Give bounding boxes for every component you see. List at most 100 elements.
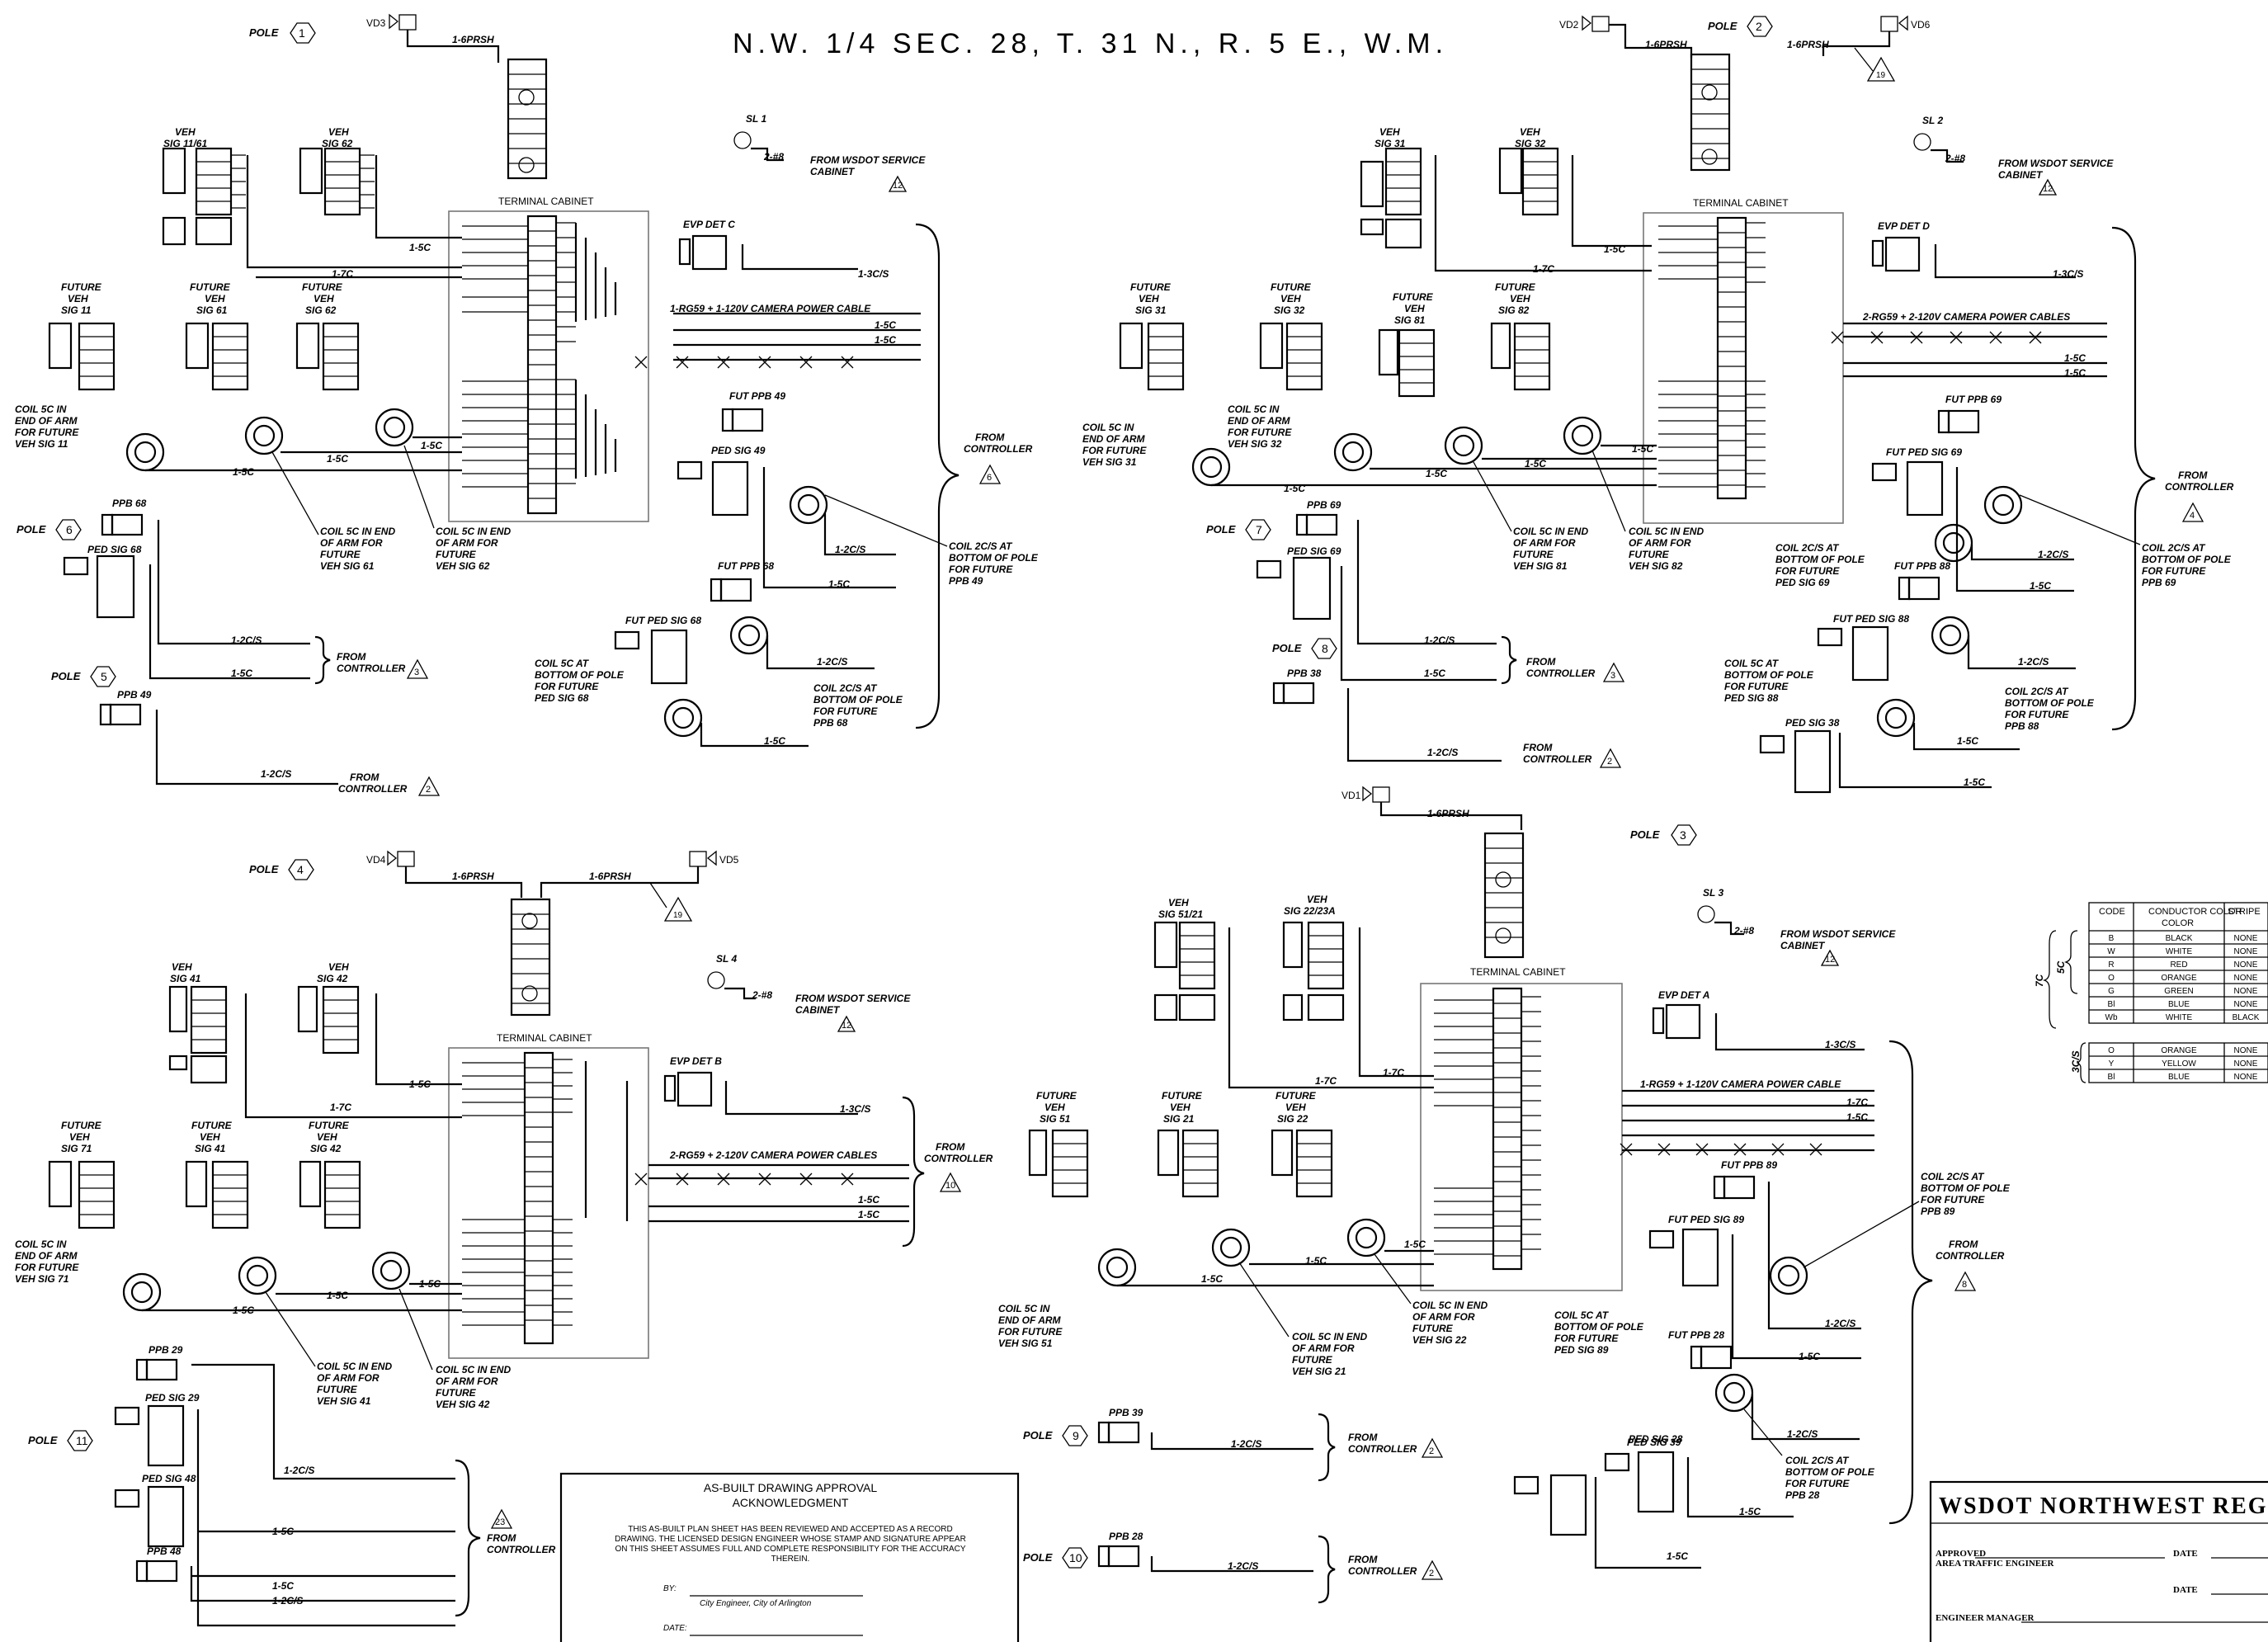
- svg-text:VEH SIG 71: VEH SIG 71: [15, 1273, 69, 1285]
- pole-2-label: POLE 2: [1708, 16, 1773, 37]
- legend-row1-cell: ORANGE: [2161, 974, 2197, 983]
- fut-ppb-49: FUT PPB 49: [721, 390, 785, 432]
- detector-vd4: VD4: [366, 850, 415, 867]
- svg-text:2-#8: 2-#8: [763, 151, 784, 163]
- svg-text:2-#8: 2-#8: [1945, 153, 1965, 164]
- svg-text:1-6PRSH: 1-6PRSH: [452, 871, 494, 882]
- svg-text:COIL 5C IN: COIL 5C IN: [1228, 403, 1280, 415]
- svg-text:PPB 68: PPB 68: [813, 717, 848, 729]
- svg-text:VEH SIG 62: VEH SIG 62: [436, 560, 490, 572]
- svg-text:5C: 5C: [2055, 960, 2067, 974]
- svg-text:CONTROLLER: CONTROLLER: [1348, 1443, 1417, 1455]
- svg-text:VEH: VEH: [1307, 894, 1327, 905]
- svg-text:FUT PPB 89: FUT PPB 89: [1721, 1159, 1777, 1171]
- svg-text:PED SIG 88: PED SIG 88: [1724, 692, 1779, 704]
- svg-text:VEH SIG 41: VEH SIG 41: [317, 1395, 371, 1407]
- fut-ppb-68: FUT PPB 68: [710, 560, 774, 602]
- fut-ped-sig-68: FUT PED SIG 68: [614, 615, 701, 685]
- legend-row2-cell: NONE: [2234, 1059, 2258, 1069]
- svg-text:OF ARM FOR: OF ARM FOR: [436, 1375, 498, 1387]
- svg-text:VEH SIG 31: VEH SIG 31: [1082, 456, 1137, 468]
- svg-text:PED SIG 28: PED SIG 28: [1629, 1433, 1683, 1445]
- svg-text:PPB 38: PPB 38: [1287, 668, 1322, 679]
- svg-text:BOTTOM OF POLE: BOTTOM OF POLE: [949, 552, 1039, 564]
- svg-text:FROM: FROM: [1526, 656, 1556, 668]
- svg-text:FROM: FROM: [1348, 1554, 1378, 1565]
- svg-text:PPB 88: PPB 88: [2005, 720, 2039, 732]
- svg-text:3: 3: [1610, 671, 1615, 681]
- svg-text:1-5C: 1-5C: [1305, 1255, 1327, 1267]
- svg-text:COIL 5C IN END: COIL 5C IN END: [317, 1361, 392, 1372]
- svg-text:VEH: VEH: [200, 1131, 220, 1143]
- svg-text:FUTURE: FUTURE: [191, 1120, 233, 1131]
- svg-text:FROM: FROM: [487, 1532, 516, 1544]
- svg-text:3: 3: [1680, 828, 1686, 842]
- svg-text:SL 1: SL 1: [746, 113, 766, 125]
- svg-text:FOR FUTURE: FOR FUTURE: [998, 1326, 1063, 1338]
- ped-sig-39-28: PED SIG 39 PED SIG 28 1-5C 1-5C: [1513, 1433, 1794, 1569]
- fut-ppb-28: FUT PPB 28: [1668, 1329, 1733, 1370]
- pole-1-label: POLE 1: [249, 22, 316, 44]
- svg-text:CONTROLLER: CONTROLLER: [487, 1544, 556, 1555]
- svg-text:1-2C/S: 1-2C/S: [1825, 1318, 1855, 1329]
- svg-text:CONTROLLER: CONTROLLER: [1348, 1565, 1417, 1577]
- svg-text:COIL 2C/S AT: COIL 2C/S AT: [2142, 542, 2206, 554]
- svg-text:1-3C/S: 1-3C/S: [858, 268, 889, 280]
- svg-text:1-2C/S: 1-2C/S: [835, 544, 865, 555]
- svg-text:1-3C/S: 1-3C/S: [1825, 1039, 1855, 1050]
- svg-text:COIL 2C/S AT: COIL 2C/S AT: [949, 540, 1013, 552]
- title-block-date-2: DATE: [2173, 1585, 2198, 1595]
- svg-text:SL 4: SL 4: [716, 953, 737, 965]
- junction-box-tower-4: [510, 898, 551, 1017]
- svg-text:CABINET: CABINET: [810, 166, 856, 177]
- svg-text:POLE: POLE: [249, 26, 279, 39]
- pole-3-label: POLE 3: [1630, 824, 1697, 846]
- svg-text:BOTTOM OF POLE: BOTTOM OF POLE: [1724, 669, 1814, 681]
- legend-row2-cell: NONE: [2234, 1046, 2258, 1055]
- as-built-approval: AS-BUILT DRAWING APPROVAL ACKNOWLEDGMENT…: [559, 1472, 1020, 1642]
- svg-text:POLE: POLE: [1272, 642, 1302, 654]
- svg-text:COIL 5C IN END: COIL 5C IN END: [1292, 1331, 1367, 1342]
- svg-text:SIG 62: SIG 62: [322, 138, 353, 149]
- svg-text:PPB 49: PPB 49: [117, 689, 152, 701]
- svg-text:COIL 5C AT: COIL 5C AT: [1724, 658, 1780, 669]
- svg-text:2: 2: [1607, 757, 1612, 767]
- svg-text:SIG 42: SIG 42: [310, 1143, 342, 1154]
- svg-text:POLE: POLE: [1630, 828, 1660, 841]
- svg-text:SIG 41: SIG 41: [195, 1143, 226, 1154]
- svg-text:1-5C: 1-5C: [1525, 458, 1546, 469]
- approval-body-3: ON THIS SHEET ASSUMES FULL AND COMPLETE …: [615, 1545, 965, 1554]
- detector-vd2: VD2: [1559, 15, 1610, 32]
- pole-4-label: POLE 4: [249, 859, 314, 880]
- svg-text:FUT PPB 88: FUT PPB 88: [1894, 560, 1950, 572]
- svg-text:OF ARM FOR: OF ARM FOR: [1292, 1342, 1355, 1354]
- svg-text:1-7C: 1-7C: [1315, 1075, 1337, 1087]
- svg-text:SIG 21: SIG 21: [1163, 1113, 1195, 1125]
- svg-text:12: 12: [1825, 955, 1835, 965]
- svg-text:1-2C/S: 1-2C/S: [1228, 1560, 1258, 1572]
- svg-text:POLE: POLE: [1206, 523, 1236, 536]
- svg-text:TERMINAL CABINET: TERMINAL CABINET: [498, 196, 594, 207]
- svg-text:1-5C: 1-5C: [764, 735, 785, 747]
- title-block-em: ENGINEER MANAGER: [1936, 1613, 2035, 1623]
- svg-text:1-3C/S: 1-3C/S: [2053, 268, 2083, 280]
- title-block-date-1: DATE: [2173, 1549, 2198, 1559]
- svg-text:VEH: VEH: [1170, 1102, 1191, 1113]
- svg-text:FUTURE: FUTURE: [1036, 1090, 1077, 1102]
- svg-text:PED SIG 69: PED SIG 69: [1775, 577, 1830, 588]
- svg-text:SIG 22: SIG 22: [1277, 1113, 1308, 1125]
- title-block-org: WSDOT NORTHWEST REGIO: [1939, 1493, 2268, 1519]
- svg-text:FUTURE: FUTURE: [1130, 281, 1172, 293]
- svg-text:COIL 5C AT: COIL 5C AT: [1554, 1309, 1610, 1321]
- svg-text:FOR FUTURE: FOR FUTURE: [1228, 427, 1292, 438]
- legend-row1-cell: BLACK: [2166, 934, 2193, 943]
- svg-text:COIL 5C IN: COIL 5C IN: [15, 403, 67, 415]
- svg-text:1-5C: 1-5C: [875, 334, 896, 346]
- svg-text:SIG 82: SIG 82: [1498, 304, 1530, 316]
- svg-text:FOR FUTURE: FOR FUTURE: [2142, 565, 2206, 577]
